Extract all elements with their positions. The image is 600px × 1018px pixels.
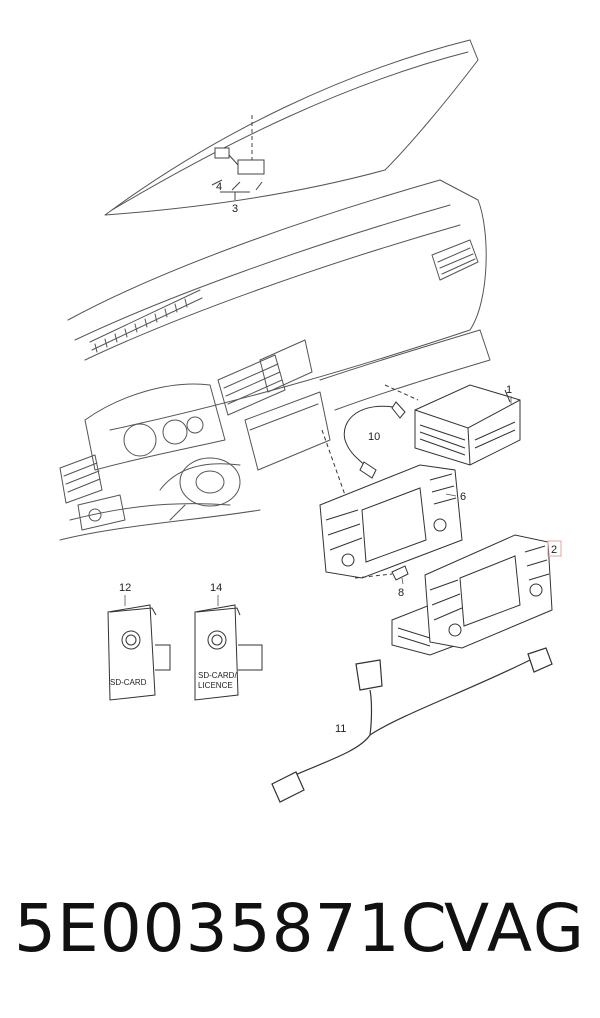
callout-12: 12: [119, 582, 131, 594]
dashboard-line: [84, 224, 461, 361]
left-vent: [59, 454, 103, 504]
callout-14: 14: [210, 582, 222, 594]
callout-6: 6: [460, 491, 466, 503]
booklet-12-text: SD-CARD: [110, 678, 147, 687]
instrument-cluster: [84, 383, 226, 471]
callout-1: 1: [506, 384, 512, 396]
center-stack: [244, 391, 331, 471]
glovebox: [319, 329, 491, 411]
dashboard-line: [74, 204, 451, 341]
part-8-clip: [354, 565, 409, 581]
part-6-head-unit: [319, 429, 463, 579]
light-switch: [77, 494, 126, 531]
booklet-14-text-line2: LICENCE: [198, 681, 233, 690]
booklet-12: [107, 604, 171, 701]
callout-11: 11: [335, 723, 346, 735]
part-2-assembly: [391, 534, 553, 656]
right-vent: [431, 239, 479, 281]
callout-2: 2: [551, 544, 557, 556]
center-vent: [217, 354, 286, 416]
callout-8: 8: [398, 587, 404, 599]
callout-4: 4: [216, 181, 222, 193]
dashboard-top: [67, 179, 487, 431]
windshield-inner: [111, 51, 469, 211]
steering-wheel: [179, 457, 241, 507]
parts-diagram: 1 2 3 4 6 8 10 11 12 14 SD-CARD SD-CARD/…: [59, 39, 562, 803]
part-10-cable: [343, 384, 419, 479]
booklet-14-text-line1: SD-CARD/: [198, 671, 237, 680]
callout-10: 10: [368, 431, 380, 443]
windshield-outline: [104, 39, 479, 216]
booklet-14: [194, 604, 263, 701]
part-11-harness: [271, 647, 553, 803]
callout-2-highlight: [547, 540, 562, 557]
part-number: 5E0035871C: [14, 890, 448, 967]
part-3-sensor: [211, 115, 265, 200]
brand-label: VAG: [443, 890, 586, 967]
callout-3: 3: [232, 203, 238, 215]
part-1-receiver: [414, 384, 521, 466]
defroster-grille: [89, 289, 203, 353]
center-vent: [259, 339, 313, 393]
